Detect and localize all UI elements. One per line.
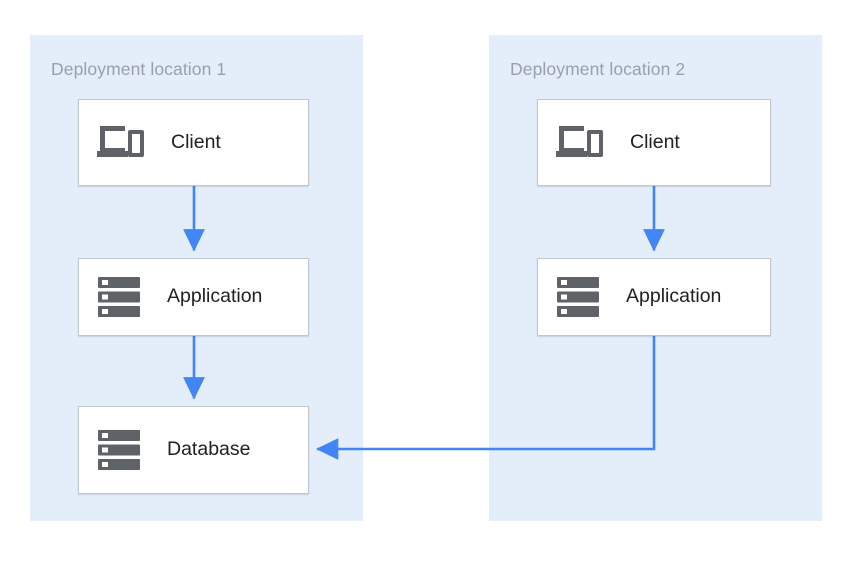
node-application-1-label: Application bbox=[167, 285, 263, 308]
deployment-zone-2-label: Deployment location 2 bbox=[510, 59, 686, 79]
node-application-2-label: Application bbox=[626, 285, 722, 308]
node-database-1-label: Database bbox=[167, 438, 251, 461]
devices-icon bbox=[556, 123, 604, 163]
node-client-1-label: Client bbox=[171, 130, 221, 153]
node-application-2[interactable]: Application bbox=[537, 258, 771, 336]
deployment-zone-1-label: Deployment location 1 bbox=[51, 59, 227, 79]
server-icon bbox=[556, 276, 600, 318]
server-icon bbox=[97, 429, 141, 471]
node-client-1[interactable]: Client bbox=[78, 99, 309, 186]
devices-icon bbox=[97, 123, 145, 163]
node-client-2-label: Client bbox=[630, 130, 680, 153]
server-icon bbox=[97, 276, 141, 318]
node-application-1[interactable]: Application bbox=[78, 258, 309, 336]
node-client-2[interactable]: Client bbox=[537, 99, 771, 186]
node-database-1[interactable]: Database bbox=[78, 406, 309, 494]
